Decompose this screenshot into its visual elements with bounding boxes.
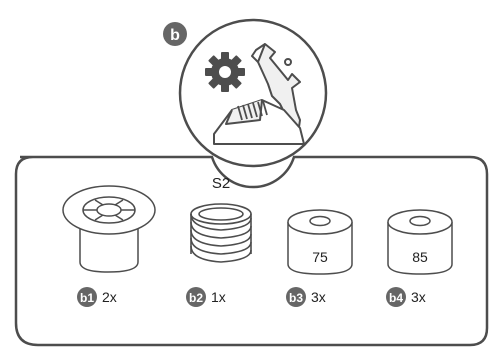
part-b4-cylinder-spacer [387,209,453,275]
part-b4-label: b4 3x [386,287,426,307]
part-b1-code: b1 [80,291,94,305]
part-b2-code: b2 [189,291,203,305]
part-b4-quantity: 3x [411,289,426,305]
part-b1-quantity: 2x [102,289,117,305]
gear-icon [205,52,245,92]
part-b3-quantity: 3x [311,289,326,305]
part-b2-code-label: S2 [212,175,230,192]
part-b2-quantity: 1x [211,289,226,305]
part-b1-label: b1 2x [77,287,117,307]
part-b1-flange-spacer [62,185,156,273]
part-b2-label: b2 1x [186,287,226,307]
part-b4-code: b4 [389,291,403,305]
part-b3-label: b3 3x [286,287,326,307]
fork-tool-icon [213,43,305,145]
part-b2-coil-spring [190,203,252,263]
part-b3-cylinder-spacer [287,209,353,275]
part-b4-size: 85 [412,249,428,265]
section-letter: b [170,27,180,44]
part-b3-code: b3 [289,291,303,305]
section-badge: b [163,22,187,46]
part-b3-size: 75 [312,249,328,265]
